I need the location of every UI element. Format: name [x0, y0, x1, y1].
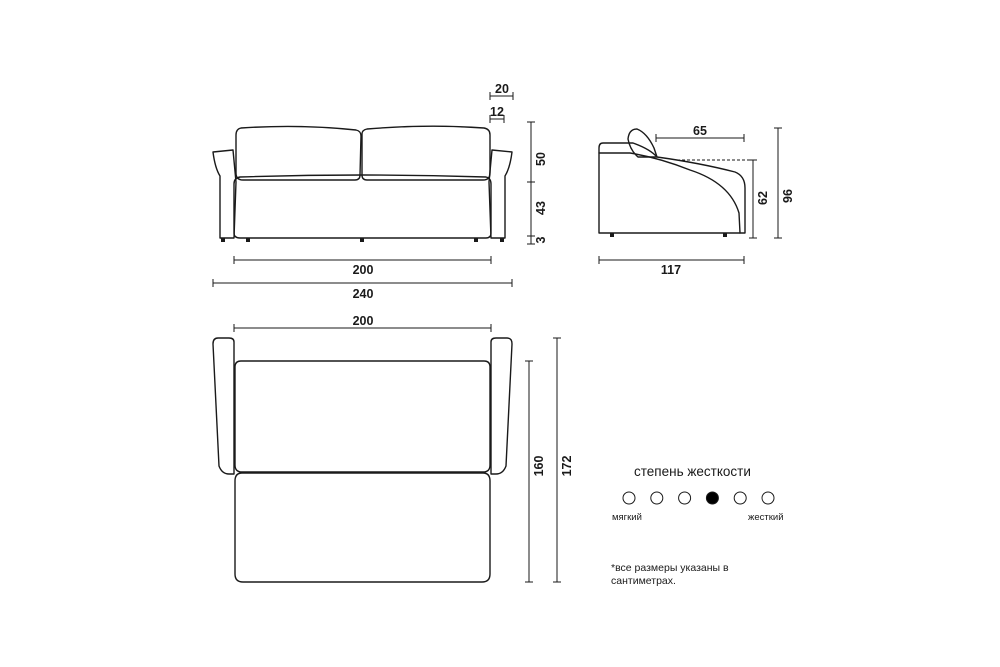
dim-armrest-inner: 12 — [490, 105, 504, 119]
firmness-title: степень жесткости — [634, 464, 751, 479]
firmness-label-soft: мягкий — [612, 512, 642, 523]
front-seat — [233, 174, 492, 239]
firmness-dot — [733, 491, 747, 505]
dim-total-length: 172 — [560, 456, 574, 477]
top-armrest-right — [490, 337, 513, 475]
firmness-dot — [678, 491, 692, 505]
firmness-label-hard: жесткий — [748, 512, 784, 523]
dim-bed-length: 160 — [532, 456, 546, 477]
front-view: 20 12 50 43 3 200 240 — [212, 82, 548, 301]
front-leg — [246, 238, 250, 242]
side-leg — [723, 233, 727, 237]
dim-side-total-height: 96 — [781, 189, 795, 203]
front-leg — [221, 238, 225, 242]
dim-top-width: 200 — [353, 314, 374, 328]
firmness-dot — [650, 491, 664, 505]
firmness-dot — [761, 491, 775, 505]
top-bed-section — [234, 472, 491, 583]
firmness-scale: степень жесткости мягкий жесткий — [612, 464, 784, 523]
side-seat-line — [598, 152, 741, 234]
units-footnote: *все размеры указаны в сантиметрах. — [611, 562, 729, 587]
side-view: 65 62 96 117 — [598, 124, 795, 277]
dim-seat-width: 200 — [353, 263, 374, 277]
dim-arm-depth: 20 — [495, 82, 509, 96]
top-back-section — [234, 360, 491, 473]
side-body — [598, 142, 746, 234]
firmness-dot-selected — [705, 491, 719, 505]
dim-side-seat-depth: 65 — [693, 124, 707, 138]
top-view: 200 160 172 — [212, 314, 574, 583]
dim-seat-height: 43 — [534, 201, 548, 215]
side-back-cushion — [627, 128, 658, 158]
front-leg — [500, 238, 504, 242]
side-leg — [610, 233, 614, 237]
front-leg — [474, 238, 478, 242]
top-armrest-left — [212, 337, 235, 475]
front-back-cushion-left — [235, 125, 362, 181]
front-armrest-right — [488, 149, 513, 239]
dim-overall-width: 240 — [353, 287, 374, 301]
front-armrest-left — [212, 149, 237, 239]
dim-back-height: 50 — [534, 152, 548, 166]
firmness-dot — [622, 491, 636, 505]
dim-leg-height: 3 — [534, 236, 548, 243]
front-leg — [360, 238, 364, 242]
dim-side-back-height: 62 — [756, 191, 770, 205]
front-back-cushion-right — [361, 125, 491, 181]
firmness-dots — [622, 491, 775, 505]
dim-side-depth: 117 — [661, 263, 681, 277]
